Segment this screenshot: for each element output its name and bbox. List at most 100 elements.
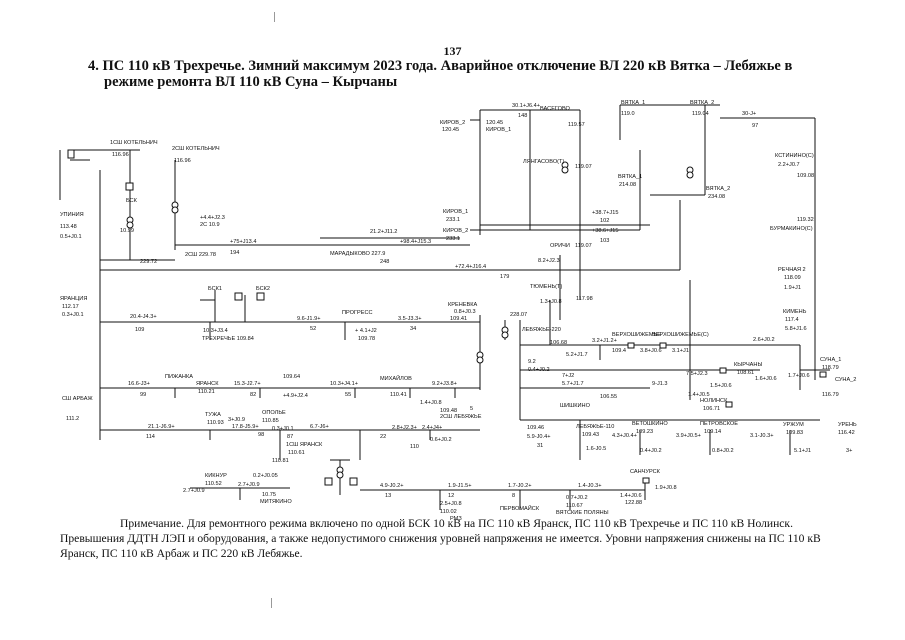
- label: 110.21: [198, 389, 215, 395]
- label: 119.04: [692, 111, 709, 117]
- label: 106.55: [600, 394, 617, 400]
- label: ЛЕБЯЖЬЕ-110: [576, 424, 614, 430]
- label: КИМЕНЬ: [783, 309, 807, 315]
- label: 3+J0.9: [228, 417, 245, 423]
- label: 119.07: [575, 164, 592, 170]
- label: 6.7-J6+: [310, 424, 329, 430]
- label: 120.45: [486, 120, 503, 126]
- label: 7+J2: [562, 373, 574, 379]
- label: 111.2: [66, 416, 79, 422]
- label: 9.6-J1.9+: [297, 316, 320, 322]
- label: 117.98: [576, 296, 593, 302]
- label: ВЯТСКИЕ ПОЛЯНЫ: [556, 510, 609, 516]
- label: 2.2+J0.7: [778, 162, 800, 168]
- label: 21.1-J6.9+: [148, 424, 175, 430]
- label: КИРОВ_1: [486, 127, 511, 133]
- label: 22: [380, 434, 386, 440]
- label: 103: [600, 238, 609, 244]
- label: ОПОЛЬЕ: [262, 410, 286, 416]
- label: 0.7+J0.2: [566, 495, 588, 501]
- label: 16.6-J3+: [128, 381, 150, 387]
- breaker-icon: [627, 342, 635, 349]
- label: 110.93: [207, 420, 224, 426]
- label: 3.1+J1: [672, 348, 689, 354]
- label: УРЕНЬ: [838, 422, 857, 428]
- label: 1.4+J0.5: [688, 392, 710, 398]
- label: 119.32: [797, 217, 814, 223]
- label: 0.6+J0.2: [430, 437, 452, 443]
- label: 10.75: [262, 492, 276, 498]
- label: ТРЕХРЕЧЬЕ 109.84: [202, 336, 254, 342]
- label: 120.45: [442, 127, 459, 133]
- label: 5.1+J1: [794, 448, 811, 454]
- label: 13: [385, 493, 391, 499]
- label: ЯРАНСК: [196, 381, 219, 387]
- label: МИХАЙЛОВ: [380, 374, 412, 382]
- label: ВЯТКА_2: [690, 100, 714, 106]
- label: БСК: [126, 198, 138, 204]
- label: 194: [230, 250, 239, 256]
- capacitor-bank-icon: [324, 477, 333, 486]
- label: 102: [600, 218, 609, 224]
- label: 0.8+J0.2: [712, 448, 734, 454]
- label: 52: [310, 326, 316, 332]
- label: 110.02: [440, 509, 457, 515]
- label: ПЕРВОМАЙСК: [500, 504, 540, 512]
- label: 109: [135, 327, 144, 333]
- label: НОЛИНСК: [700, 398, 728, 404]
- label: 20.4-J4.3+: [130, 314, 157, 320]
- label: 109.14: [704, 429, 721, 435]
- label: +38.6+J15: [592, 228, 618, 234]
- label: 110: [410, 444, 419, 450]
- label: 5.8+J1.6: [785, 326, 807, 332]
- label: 1.3+J0.8: [540, 299, 562, 305]
- label: 233.1: [446, 236, 460, 242]
- label: 2СШ ЛЕБЯЖЬЕ: [440, 414, 482, 420]
- label: 108.61: [737, 370, 754, 376]
- label: +75+J13.4: [230, 239, 256, 245]
- label: ПРОГРЕСС: [342, 310, 373, 316]
- label: 0.5+J0.1: [60, 234, 82, 240]
- label: ЛЕБЯЖЬЕ-220: [522, 327, 561, 333]
- label: 0.8+J0.3: [454, 309, 476, 315]
- label: 112.17: [62, 304, 79, 310]
- label: ВЯТКА_2: [706, 186, 730, 192]
- label: 1.4+J0.6: [620, 493, 642, 499]
- label: 110.85: [262, 418, 279, 424]
- label: 3+: [846, 448, 852, 454]
- capacitor-bank-icon: [125, 182, 134, 191]
- label: 116.79: [822, 392, 839, 398]
- label: 15.3-J2.7+: [234, 381, 261, 387]
- label: 2С 10.9: [200, 222, 220, 228]
- label: МИТЯКИНО: [260, 499, 292, 505]
- label: КИРОВ_1: [443, 209, 468, 215]
- label: КСТИНИНО(С): [775, 153, 814, 159]
- label: 116.96: [112, 152, 129, 158]
- label: +38.7+J15: [592, 210, 618, 216]
- label: 2.8+J2.3+: [392, 425, 417, 431]
- label: 1.4+J0.8: [420, 400, 442, 406]
- label: 119.0: [621, 111, 635, 117]
- note-paragraph: Примечание. Для ремонтного режима включе…: [60, 517, 821, 560]
- label: 87: [287, 434, 293, 440]
- label: 109.08: [797, 173, 814, 179]
- label: 118.09: [784, 275, 801, 281]
- diagram-labels: 1СШ КОТЕЛЬНИЧ 116.96 2СШ КОТЕЛЬНИЧ 116.9…: [60, 100, 857, 522]
- switch-symbols: [67, 149, 827, 486]
- label: 1СШ КОТЕЛЬНИЧ: [110, 140, 158, 146]
- breaker-icon: [659, 342, 667, 349]
- label: ВАСЕГОВО: [540, 106, 571, 112]
- label: 9-J1.3: [652, 381, 668, 387]
- label: 1.6-J0.5: [586, 446, 606, 452]
- label: ТУЖА: [205, 412, 221, 418]
- label: 228.07: [510, 312, 527, 318]
- label: 2.6+J0.2: [753, 337, 775, 343]
- label: 1.9+J1: [784, 285, 801, 291]
- label: БСК2: [256, 286, 270, 292]
- label: 119.07: [575, 243, 592, 249]
- label: 3.5-J3.3+: [398, 316, 421, 322]
- label: СШ АРБАЖ: [62, 396, 93, 402]
- label: 55: [345, 392, 351, 398]
- label: БСК1: [208, 286, 222, 292]
